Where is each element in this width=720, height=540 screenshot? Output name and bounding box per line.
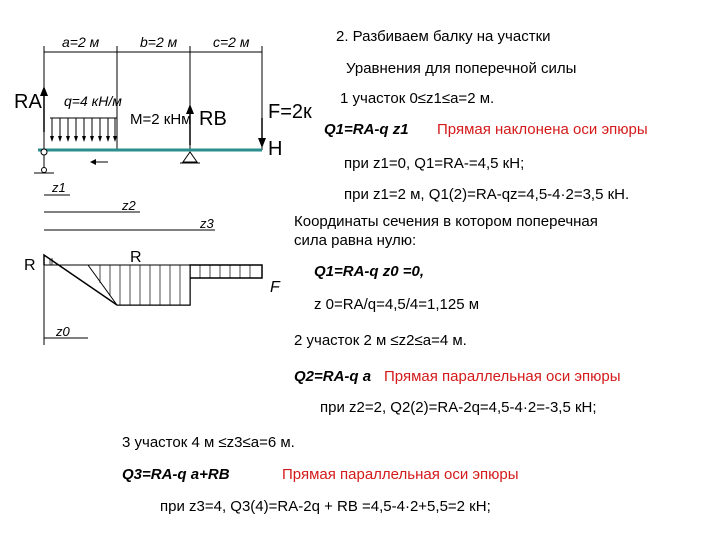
section1-formula: Q1=RA-q z1 (324, 121, 409, 138)
section3-formula: Q3=RA-q a+RB (122, 466, 230, 483)
section1-note: Прямая наклонена оси эпюры (437, 121, 648, 138)
section2-formula: Q2=RA-q a (294, 368, 372, 385)
z1-label: z1 (51, 180, 66, 195)
epure-lower-lines (99, 265, 181, 305)
section1-zero-sol: z 0=RA/q=4,5/4=1,125 м (314, 296, 480, 313)
epure-lower-fill (87, 264, 191, 306)
section3-case: при z3=4, Q3(4)=RA-2q + RB =4,5-4·2+5,5=… (160, 498, 491, 515)
span-b-label: b=2 м (140, 34, 178, 50)
z3-label: z3 (199, 216, 215, 231)
z0-label: z0 (55, 324, 71, 339)
distributed-load-heads (50, 136, 117, 142)
epure-hatching (51, 258, 53, 265)
section1-title: 1 участок 0≤z1≤a=2 м. (340, 90, 495, 107)
section1-case1: при z1=0, Q1=RA-=4,5 кН; (344, 155, 525, 172)
section1-zero-eq: Q1=RA-q z0 =0, (314, 263, 425, 280)
section2-note: Прямая параллельная оси эпюры (384, 368, 621, 385)
epure-upper-lines (49, 259, 251, 278)
span-a-label: a=2 м (62, 34, 100, 50)
section1-coord-line2: сила равна нулю: (294, 232, 417, 249)
ra-arrow-head (40, 86, 48, 96)
load-label: q=4 кН/м (64, 93, 122, 109)
epure-ra-label: R (24, 257, 36, 274)
span-c-label: c=2 м (213, 34, 250, 50)
epure-f-label: F (270, 279, 281, 296)
section2-case: при z2=2, Q2(2)=RA-2q=4,5-4·2=-3,5 кН; (320, 399, 597, 416)
moment-label: M=2 кНм (130, 111, 191, 128)
rb-arrow-head (186, 104, 194, 114)
subheading: Уравнения для поперечной силы (346, 60, 577, 77)
force-unit: Н (268, 138, 282, 160)
section1-coord-line1: Координаты сечения в котором поперечная (294, 213, 598, 230)
force-label: F=2к (268, 101, 312, 123)
rb-label: RB (199, 108, 227, 130)
section3-title: 3 участок 4 м ≤z3≤a=6 м. (122, 434, 295, 451)
section3-note: Прямая параллельная оси эпюры (282, 466, 519, 483)
section1-case2: при z1=2 м, Q1(2)=RA-qz=4,5-4·2=3,5 кН. (344, 186, 630, 203)
ra-label: RA (14, 91, 42, 113)
support-b (180, 151, 200, 164)
section2-title: 2 участок 2 м ≤z2≤a=4 м. (294, 332, 467, 349)
epure-rb-label: R (130, 249, 142, 266)
force-arrow-head (258, 138, 266, 148)
z2-label: z2 (121, 198, 137, 213)
support-a (34, 148, 54, 174)
direction-arrow-head (90, 159, 96, 165)
heading: 2. Разбиваем балку на участки (336, 28, 551, 45)
